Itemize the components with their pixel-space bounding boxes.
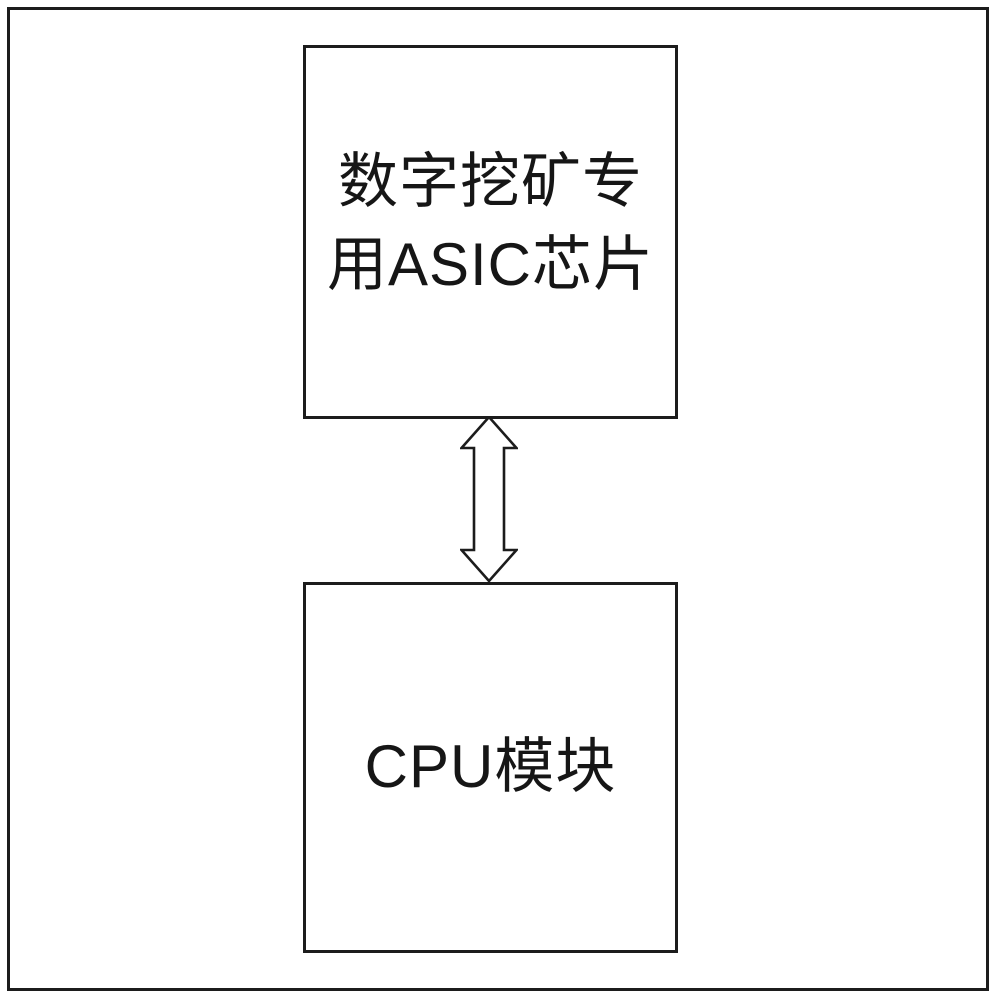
cpu-module-label: CPU模块 [364,733,617,801]
asic-chip-label: 数字挖矿专 用ASIC芯片 [326,148,655,298]
figure-border [7,7,989,991]
asic-chip-box: 数字挖矿专 用ASIC芯片 [303,45,678,419]
bidirectional-arrow-icon [460,416,518,582]
cpu-module-box: CPU模块 [303,582,678,953]
